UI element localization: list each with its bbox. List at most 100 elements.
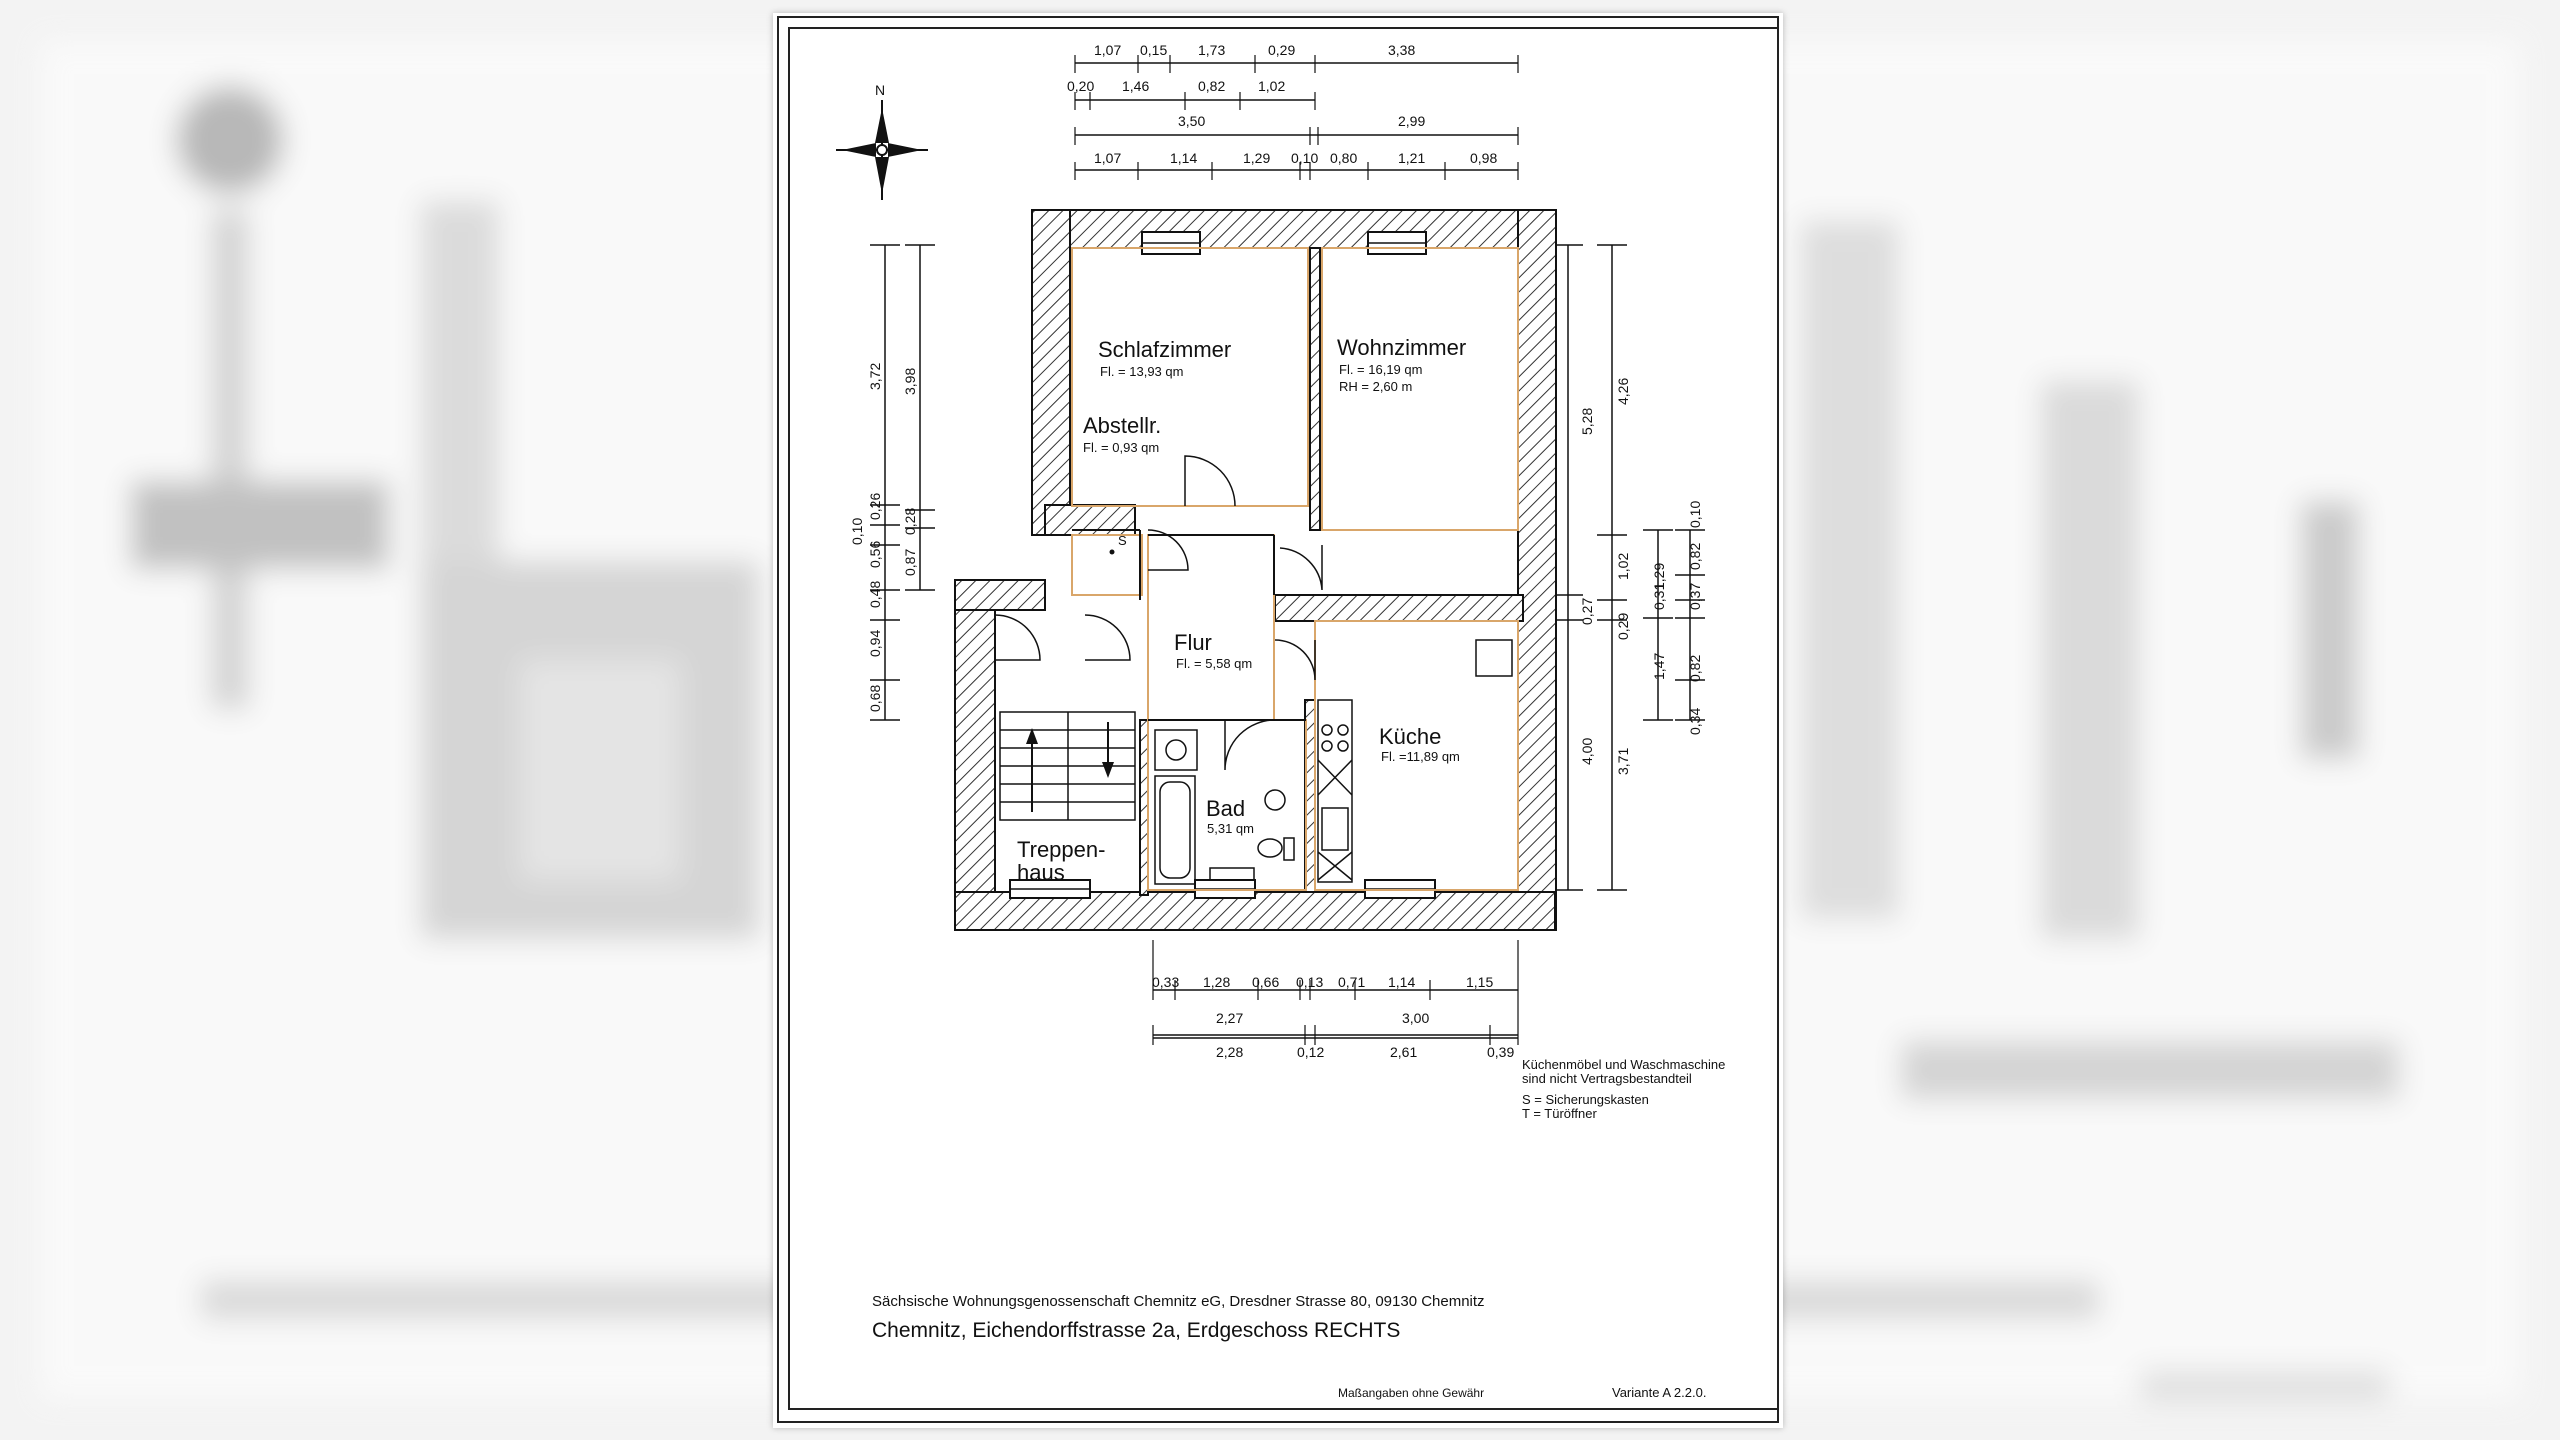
dim-bottom-1-2: 1,28 [1203, 974, 1230, 990]
kitchen-counter [1317, 639, 1513, 883]
dim-right-2-2: 1,02 [1615, 553, 1631, 580]
dim-right-1-3: 4,00 [1579, 738, 1595, 765]
room-treppenhaus-name-2: haus [1017, 860, 1065, 885]
room-bad-name: Bad [1206, 796, 1245, 821]
sheet-inner-border [788, 27, 1779, 1410]
dim-top-4-4: 0,10 [1291, 150, 1318, 166]
dim-right-2-1: 4,26 [1615, 378, 1631, 405]
dim-bottom-3-2: 0,12 [1297, 1044, 1324, 1060]
dim-right-4-1: 0,10 [1687, 501, 1703, 528]
room-bad-area: 5,31 qm [1207, 821, 1254, 836]
dim-right-4-3: 0,37 [1687, 583, 1703, 610]
dim-bottom-2-2: 3,00 [1402, 1010, 1429, 1026]
doors [994, 455, 1323, 771]
room-kueche-area: Fl. =11,89 qm [1381, 749, 1460, 764]
title-address: Chemnitz, Eichendorffstrasse 2a, Erdgesc… [872, 1319, 1400, 1342]
dim-bottom-1-1: 0,33 [1152, 974, 1179, 990]
dim-top-2-1: 0,20 [1067, 78, 1094, 94]
dim-left-1-1: 3,72 [867, 363, 883, 390]
dim-bottom-1-4: 0,13 [1296, 974, 1323, 990]
fuse-box-marker: S [1118, 533, 1127, 548]
compass-rose-icon [836, 100, 928, 200]
dim-top-4-5: 0,80 [1330, 150, 1357, 166]
dim-top-2-4: 1,02 [1258, 78, 1285, 94]
dim-left-1-4: 0,48 [867, 581, 883, 608]
note-line-1: Küchenmöbel und Waschmaschine [1522, 1057, 1725, 1072]
dim-right-3-1: 1,29 [1651, 563, 1667, 590]
dim-bottom-2-1: 2,27 [1216, 1010, 1243, 1026]
stair-up-arrow-icon [1026, 728, 1038, 812]
note-line-2: sind nicht Vertragsbestandteil [1522, 1071, 1692, 1086]
bathroom-fixtures [1154, 729, 1295, 885]
dim-top-4-6: 1,21 [1398, 150, 1425, 166]
dim-top-3-1: 3,50 [1178, 113, 1205, 129]
window-bottom-stair [1009, 879, 1091, 899]
dim-bottom-3-4: 0,39 [1487, 1044, 1514, 1060]
dim-right-1-1: 5,28 [1579, 408, 1595, 435]
dim-left-2-4: 0,87 [902, 549, 918, 576]
dim-top-2-2: 1,46 [1122, 78, 1149, 94]
dim-top-1-1: 1,07 [1094, 42, 1121, 58]
dim-left-2-3: 0,28 [902, 508, 918, 535]
window-top-left [1141, 231, 1201, 255]
dim-top-1-3: 1,73 [1198, 42, 1225, 58]
dim-bottom-3-1: 2,28 [1216, 1044, 1243, 1060]
window-top-right [1367, 231, 1427, 255]
dim-top-4-1: 1,07 [1094, 150, 1121, 166]
floor-plan-sheet: N 1,07 0,15 1,73 0,29 3,38 0,20 1,46 0,8… [773, 13, 1783, 1428]
dim-top-4-7: 0,98 [1470, 150, 1497, 166]
dim-top-4-3: 1,29 [1243, 150, 1270, 166]
dim-bottom-1-3: 0,66 [1252, 974, 1279, 990]
staircase [999, 711, 1136, 821]
title-disclaimer: Maßangaben ohne Gewähr [1338, 1386, 1484, 1400]
dim-right-1-2: 0,27 [1579, 598, 1595, 625]
dim-right-4-6: 0,34 [1687, 708, 1703, 735]
room-abstellr-name: Abstellr. [1083, 413, 1161, 438]
floor-plan-drawing: N 1,07 0,15 1,73 0,29 3,38 0,20 1,46 0,8… [777, 16, 1779, 1423]
dim-left-2-1: 3,98 [902, 368, 918, 395]
title-variant: Variante A 2.2.0. [1612, 1385, 1706, 1400]
fuse-box-dot [1109, 549, 1115, 555]
compass-north-label: N [875, 82, 885, 98]
dim-right-4-5: 0,82 [1687, 655, 1703, 682]
dim-bottom-1-6: 1,14 [1388, 974, 1415, 990]
dimension-lines-left [870, 244, 935, 721]
dim-left-1-3: 0,56 [867, 541, 883, 568]
dim-right-4-2: 0,82 [1687, 543, 1703, 570]
room-kueche-name: Küche [1379, 724, 1441, 749]
room-abstellr-area: Fl. = 0,93 qm [1083, 440, 1159, 455]
room-wohnzimmer-height: RH = 2,60 m [1339, 379, 1412, 394]
dimension-lines-top [1074, 55, 1519, 180]
dim-bottom-3-3: 2,61 [1390, 1044, 1417, 1060]
room-wohnzimmer-area: Fl. = 16,19 qm [1339, 362, 1422, 377]
room-flur-name: Flur [1174, 630, 1212, 655]
exterior-walls [954, 209, 1557, 931]
room-treppenhaus-name-1: Treppen- [1017, 837, 1105, 862]
dim-right-2-4: 3,71 [1615, 748, 1631, 775]
dim-right-2-3: 0,29 [1615, 613, 1631, 640]
dim-left-1-2: 0,10 [849, 518, 865, 545]
dim-right-4-4: 0,31 [1651, 583, 1667, 610]
dim-bottom-1-7: 1,15 [1466, 974, 1493, 990]
dim-top-4-2: 1,14 [1170, 150, 1197, 166]
dim-top-3-2: 2,99 [1398, 113, 1425, 129]
dimension-lines-right [1553, 244, 1705, 891]
dim-left-1-6: 0,68 [867, 685, 883, 712]
dim-left-1-5: 0,94 [867, 630, 883, 657]
note-line-4: T = Türöffner [1522, 1106, 1597, 1121]
dim-right-3-2: 1,47 [1651, 653, 1667, 680]
room-schlafzimmer-area: Fl. = 13,93 qm [1100, 364, 1183, 379]
title-company: Sächsische Wohnungsgenossenschaft Chemni… [872, 1293, 1485, 1310]
dim-top-2-3: 0,82 [1198, 78, 1225, 94]
room-wohnzimmer-name: Wohnzimmer [1337, 335, 1466, 360]
dimension-lines-bottom [1152, 940, 1519, 1045]
room-schlafzimmer-name: Schlafzimmer [1098, 337, 1231, 362]
dim-left-2-2: 0,26 [867, 493, 883, 520]
stair-down-arrow-icon [1102, 722, 1114, 778]
dim-top-1-4: 0,29 [1268, 42, 1295, 58]
dim-top-1-2: 0,15 [1140, 42, 1167, 58]
room-flur-area: Fl. = 5,58 qm [1176, 656, 1252, 671]
dim-top-1-5: 3,38 [1388, 42, 1415, 58]
note-line-3: S = Sicherungskasten [1522, 1092, 1649, 1107]
dim-bottom-1-5: 0,71 [1338, 974, 1365, 990]
